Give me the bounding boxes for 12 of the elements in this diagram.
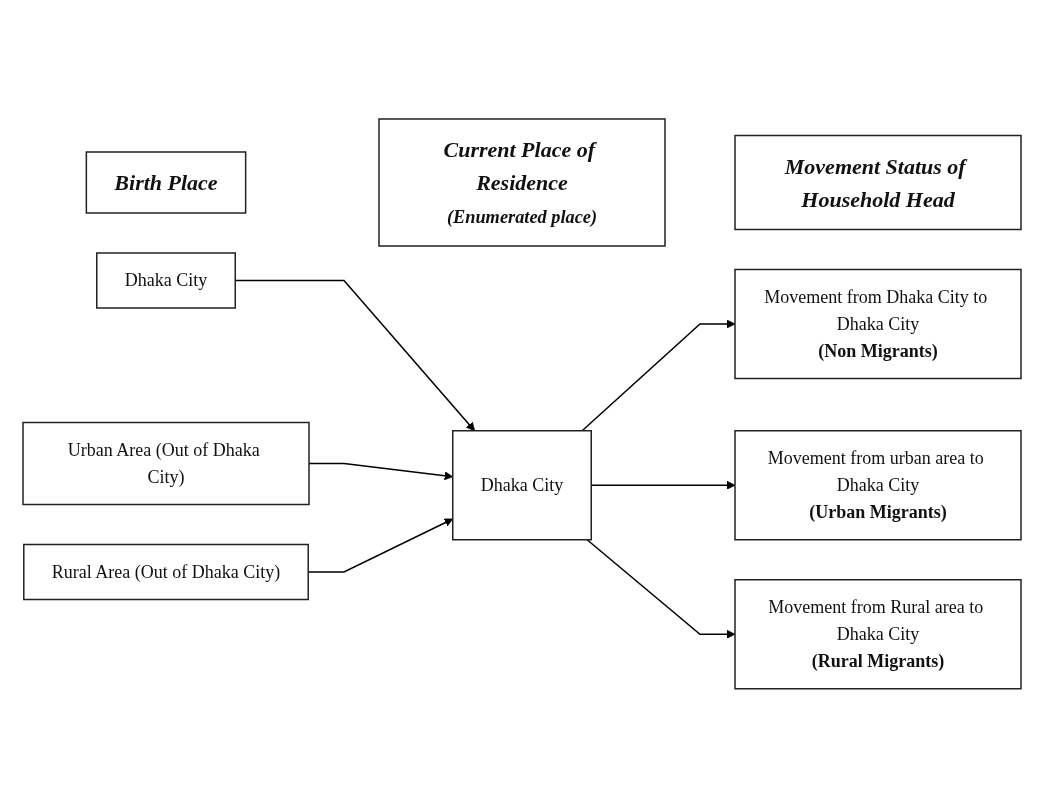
arrow (586, 538, 736, 639)
arrow (581, 319, 736, 432)
node-box: Movement Status of Household Head (734, 134, 1022, 230)
node-box: Movement from Dhaka City to Dhaka City (Non Migrants) (734, 268, 1022, 379)
node-box: Birth Place (85, 150, 247, 214)
node-box: Movement from urban area to Dhaka City (Urban Migrants) (734, 429, 1022, 541)
node-box: Current Place of Residence (Enumerated place) (378, 117, 666, 247)
node-box: Dhaka City (452, 429, 592, 541)
node-box: Urban Area (Out of Dhaka City) (22, 421, 310, 505)
node-box: Rural Area (Out of Dhaka City) (23, 543, 309, 600)
node-box: Movement from Rural area to Dhaka City (Rural Migrants) (734, 578, 1022, 690)
node-box: Dhaka City (96, 251, 236, 309)
